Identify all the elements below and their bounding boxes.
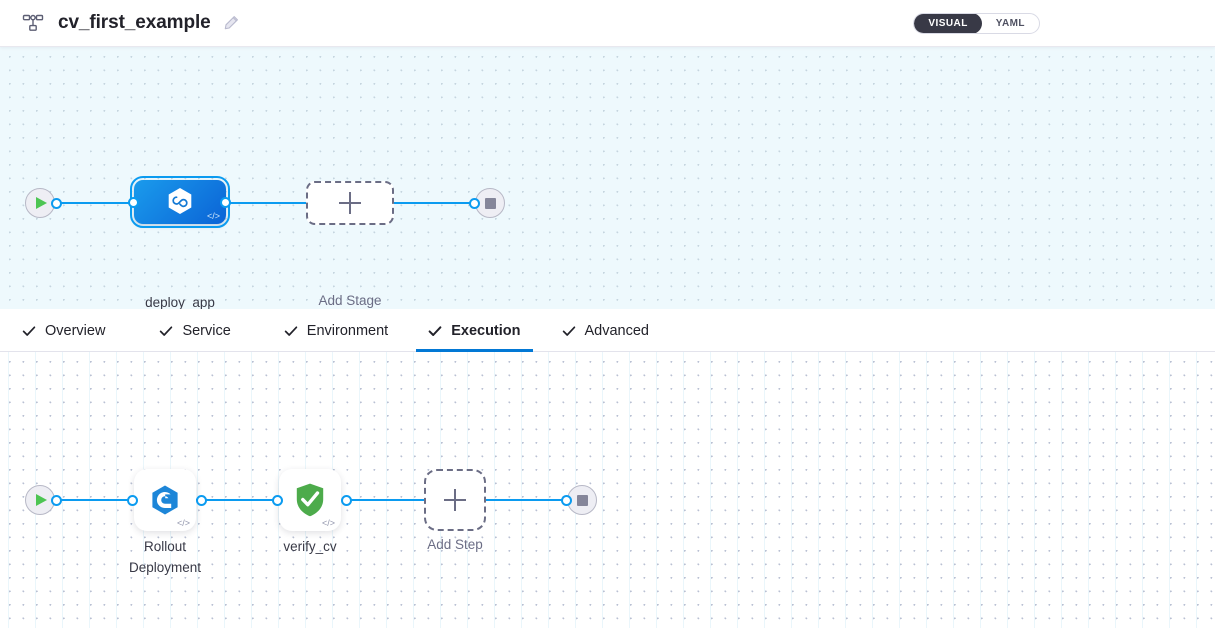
toggle-option-visual[interactable]: VISUAL xyxy=(914,14,982,33)
code-glyph-icon: </> xyxy=(176,518,190,528)
end-input-port[interactable] xyxy=(469,197,480,209)
step-output-port[interactable] xyxy=(341,494,352,506)
stage-config-tabs[interactable]: Overview Service Environment Execution A xyxy=(0,309,1215,352)
harness-cd-hexagon-icon xyxy=(168,188,192,214)
pipeline-nodes-icon xyxy=(22,14,44,31)
tab-label: Execution xyxy=(451,322,521,339)
add-step-button[interactable] xyxy=(424,469,486,531)
step-node-verify-cv[interactable]: </> verify_cv xyxy=(272,469,352,554)
execution-canvas[interactable]: </> Rollout Deployment </> verify_cv xyxy=(0,352,1215,628)
visual-yaml-toggle[interactable]: VISUAL YAML xyxy=(913,13,1040,34)
page-title: cv_first_example xyxy=(58,12,211,33)
end-circle xyxy=(475,188,505,218)
step-label: Rollout Deployment xyxy=(128,539,202,575)
edge-add-step-to-end xyxy=(486,499,568,501)
tab-environment[interactable]: Environment xyxy=(284,309,388,352)
plus-icon xyxy=(444,489,466,511)
add-step-node[interactable]: Add Step xyxy=(424,469,486,552)
step-label: verify_cv xyxy=(283,539,337,554)
tab-overview[interactable]: Overview xyxy=(22,309,105,352)
start-circle xyxy=(25,188,55,218)
code-glyph-icon: </> xyxy=(321,518,335,528)
step-input-port[interactable] xyxy=(272,494,283,506)
edge-deploy-to-add-stage xyxy=(225,202,310,204)
tab-advanced[interactable]: Advanced xyxy=(562,309,650,352)
stage-input-port[interactable] xyxy=(128,196,139,208)
add-stage-button[interactable] xyxy=(306,181,394,225)
check-icon xyxy=(284,325,298,336)
check-icon xyxy=(562,325,575,336)
end-input-port[interactable] xyxy=(561,494,572,506)
green-shield-check-icon xyxy=(296,483,324,517)
pipeline-header: cv_first_example VISUAL YAML xyxy=(0,0,1215,47)
stage-output-port[interactable] xyxy=(220,196,231,208)
tab-service[interactable]: Service xyxy=(159,309,231,352)
check-icon xyxy=(22,325,36,336)
stage-canvas[interactable]: </> deploy_app Add Stage xyxy=(0,47,1215,310)
edge-rollout-to-verify xyxy=(196,499,282,501)
code-glyph-icon: </> xyxy=(206,211,220,221)
tab-label: Advanced xyxy=(584,322,650,339)
execution-start-node[interactable] xyxy=(25,485,62,515)
add-stage-node[interactable]: Add Stage xyxy=(306,181,394,308)
pipeline-start-node[interactable] xyxy=(25,188,62,218)
check-icon xyxy=(160,325,173,336)
step-input-port[interactable] xyxy=(127,494,138,506)
stop-icon xyxy=(484,197,496,209)
tab-label: Service xyxy=(182,322,231,339)
pipeline-end-node[interactable] xyxy=(469,188,505,218)
stage-node-deploy-app[interactable]: </> deploy_app xyxy=(128,176,231,310)
edit-pencil-icon[interactable] xyxy=(223,15,239,31)
edge-start-to-rollout xyxy=(50,499,136,501)
tab-execution[interactable]: Execution xyxy=(416,309,533,352)
add-step-label: Add Step xyxy=(427,537,483,552)
tab-label: Environment xyxy=(306,322,389,339)
step-card[interactable]: </> xyxy=(134,469,196,531)
add-stage-label: Add Stage xyxy=(318,293,382,308)
play-icon xyxy=(36,197,47,209)
kubernetes-rollout-icon xyxy=(152,485,178,515)
step-node-rollout-deployment[interactable]: </> Rollout Deployment xyxy=(127,469,207,575)
play-icon xyxy=(36,494,47,506)
tab-label: Overview xyxy=(45,322,106,339)
toggle-option-yaml[interactable]: YAML xyxy=(995,18,1025,29)
execution-end-node[interactable] xyxy=(561,485,597,515)
plus-icon xyxy=(339,192,361,214)
edge-start-to-deploy xyxy=(50,202,140,204)
edge-verify-to-add-step xyxy=(342,499,426,501)
start-output-port[interactable] xyxy=(51,494,62,506)
step-card[interactable]: </> xyxy=(279,469,341,531)
edge-add-stage-to-end xyxy=(392,202,482,204)
check-icon xyxy=(428,325,442,336)
stage-card[interactable]: </> xyxy=(130,176,230,228)
start-output-port[interactable] xyxy=(51,197,62,209)
step-output-port[interactable] xyxy=(196,494,207,506)
stop-icon xyxy=(576,494,588,506)
